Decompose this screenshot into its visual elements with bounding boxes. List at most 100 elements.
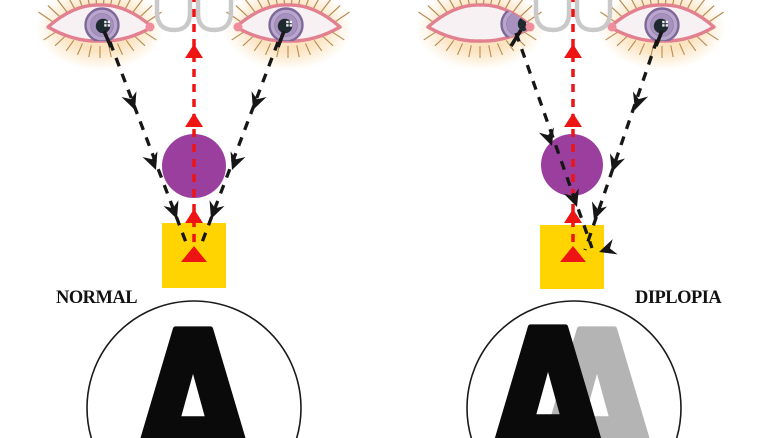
gaze-arrowhead-icon [209,200,225,219]
pupil-highlight [289,20,292,24]
eyelash [87,0,91,6]
eyelash [124,0,131,11]
eyelash [511,0,524,15]
eyelash [244,0,257,15]
eyelash [467,0,471,6]
eyelash [696,35,708,47]
iris-group [268,7,304,42]
fixation-arrow-icon [564,44,582,58]
eyelash [38,11,55,24]
eyelash [109,0,113,6]
nose-icon [533,0,613,33]
diplopia-label: DIPLOPIA [635,287,722,308]
eyelash [693,0,706,15]
pupil-highlight [286,20,289,24]
inner-corner [233,22,243,32]
eyelash [131,0,144,15]
eyelash [618,0,631,15]
gaze-arrowhead-icon [591,201,608,220]
eyelash [275,0,279,6]
inner-corner [525,22,535,32]
eyelash [707,11,724,24]
eyelash [322,35,334,47]
eyelash [459,0,463,8]
eyelash [95,0,98,5]
eyelash [505,40,515,52]
pupil-highlight [289,24,292,27]
gaze-line [514,32,594,249]
eyelash [445,40,455,52]
eyelash [456,43,464,55]
pupil-highlight [107,24,110,27]
pupil [95,18,111,34]
panel-normal: A [36,0,352,438]
gaze-arrowhead-icon [563,188,579,207]
eyelash [313,40,323,52]
fixation-arrow-icon [564,209,582,223]
eyelash [69,0,76,11]
eyelash [242,35,254,47]
pupil-highlight [104,20,107,24]
eye-left [36,0,164,70]
eyelash [264,43,272,55]
pupil-highlight [665,24,668,27]
eyelash [319,0,332,15]
eyelash [79,0,83,8]
eyelash [627,40,637,52]
eyelash [434,35,446,47]
eyelash [687,40,697,52]
eyelash [65,40,75,52]
eyelash [297,0,301,6]
eyelash [686,0,693,11]
eyelash [482,0,485,5]
percept-circle [466,300,682,438]
fixation-arrow-large-icon [560,246,586,262]
eyelash [333,11,350,24]
pupil-highlight [665,20,668,24]
gaze-origin-tick [509,29,523,47]
eyelash [235,5,250,19]
gaze-line [108,41,189,246]
eyelash [664,0,667,5]
percept-letter: A [488,289,609,438]
eyelash [678,43,686,55]
eyelash [418,11,435,24]
eyelash [670,45,674,58]
eyelash [253,40,263,52]
eyelash [56,0,69,15]
gaze-arrowhead-icon [251,91,267,110]
eyelash [631,0,638,11]
eyelash [436,0,449,15]
fixation-arrow-icon [564,113,582,127]
eyelash [518,5,533,19]
gaze-arrowhead-icon [142,151,158,170]
eyelash [257,0,264,11]
gaze-arrowhead-icon [230,151,246,170]
eyelash [88,45,92,58]
fixation-arrow-icon [185,113,203,127]
eyelash [267,0,271,8]
eyelash [504,0,511,11]
inner-corner [607,22,617,32]
eyelash [657,0,660,5]
gaze-arrowhead-icon [599,239,618,255]
panel-diplopia: AA [416,0,726,438]
eye-left [416,0,544,70]
eyelash [679,0,683,8]
eyelash [331,31,345,41]
eyelash [671,0,675,6]
gaze-line [199,41,280,246]
fixation-arrow-icon [185,209,203,223]
inner-corner [145,22,155,32]
gaze-arrowhead-icon [632,91,649,110]
pupil-highlight [662,24,665,27]
eyelash [468,45,472,58]
eyelash [475,0,478,5]
eyelash [116,43,124,55]
eyelash [523,31,537,41]
eyelash [231,31,245,41]
eyelash [304,43,312,55]
eyelash [102,0,105,5]
percept-letter: A [537,291,658,438]
